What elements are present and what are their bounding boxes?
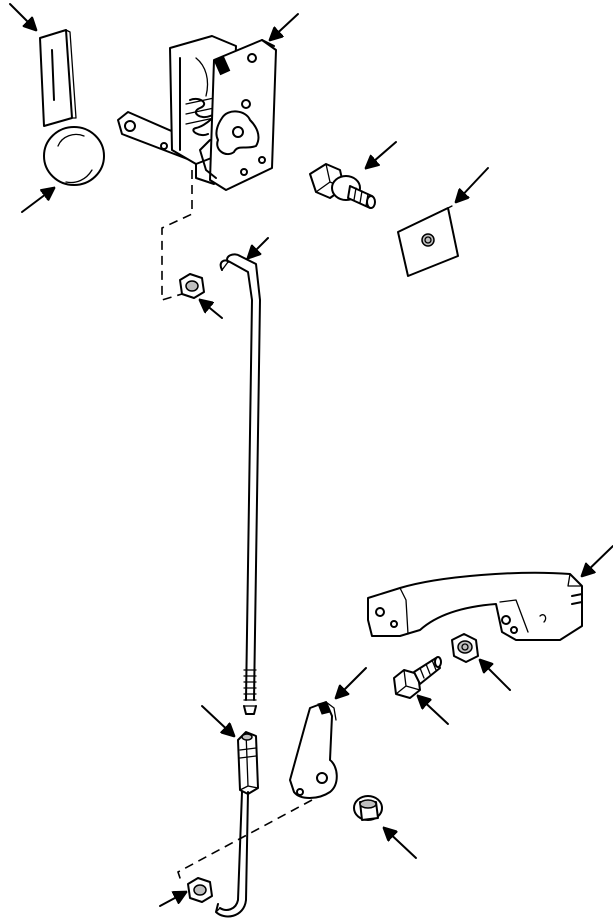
leader-arrow-hex-nut <box>480 660 511 691</box>
leader-arrow-bushing <box>384 828 417 859</box>
ball-knob-icon <box>43 126 105 186</box>
nut-icon <box>179 273 205 299</box>
plate-icon <box>39 29 77 127</box>
nut-icon <box>451 633 479 663</box>
leader-arrow-lever <box>336 667 367 698</box>
leader-arrow-handle <box>582 545 613 576</box>
bolt-icon <box>393 656 442 699</box>
leader-arrow-nut-plate <box>456 167 489 202</box>
coupler-icon <box>237 731 259 795</box>
leader-arrow-plate <box>9 3 36 30</box>
bolt-icon <box>309 163 376 209</box>
leader-arrow-hex-bolt <box>418 696 449 725</box>
leader-arrow-lower-nut <box>159 892 186 907</box>
lever-icon <box>289 701 338 799</box>
rod-icon <box>219 253 261 715</box>
nut-icon <box>187 877 213 903</box>
leader-arrow-striker <box>366 141 397 168</box>
handle-icon <box>367 571 583 641</box>
leader-arrows <box>9 3 613 907</box>
leader-arrow-coupler <box>201 705 234 736</box>
bushing-icon <box>353 795 383 821</box>
nut-plate-icon <box>397 205 459 277</box>
rod-icon <box>215 791 249 918</box>
leader-arrow-knob <box>21 188 54 213</box>
latch-icon <box>117 35 277 191</box>
leader-arrow-latch <box>270 13 299 40</box>
leader-arrow-upper-rod <box>248 237 269 258</box>
leader-arrow-upper-nut <box>200 300 223 319</box>
